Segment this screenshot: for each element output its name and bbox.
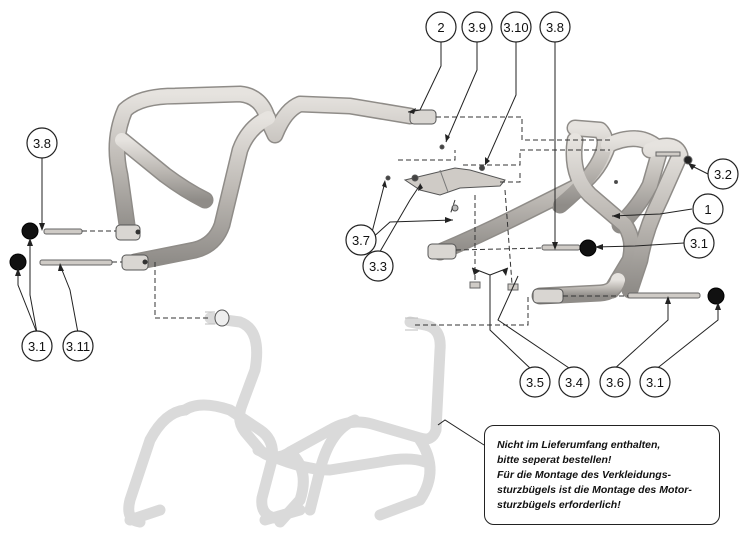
callout-3-1-right: 3.1 [690,236,708,251]
note-line: sturzbügels erforderlich! [497,499,621,511]
callout-3-1-bottom: 3.1 [646,375,664,390]
callout-3-6: 3.6 [606,375,624,390]
callout-2: 2 [437,20,444,35]
callout-3-2: 3.2 [714,167,732,182]
callout-3-8-top: 3.8 [546,20,564,35]
callout-3-11: 3.11 [66,339,90,354]
assembly-lines [82,116,628,326]
callout-3-7: 3.7 [352,233,370,248]
callout-labels: 2 3.9 3.10 3.8 3.8 3.2 1 3.1 3.7 3.3 3.1… [28,20,732,390]
ghost-engine-guard-edges [205,309,418,331]
callout-circles [21,11,739,398]
callout-3-3: 3.3 [369,259,387,274]
callout-3-8-left: 3.8 [33,136,51,151]
leader-arrowheads [15,108,721,310]
note-line: sturzbügels ist die Montage des Motor- [497,484,692,496]
callout-3-9: 3.9 [468,20,486,35]
callout-3-10: 3.10 [503,20,528,35]
callout-3-4: 3.4 [565,375,583,390]
note-line: Nicht im Lieferumfang enthalten, [497,439,661,451]
not-included-note: Nicht im Lieferumfang enthalten, bitte s… [484,425,720,525]
callout-1: 1 [704,202,711,217]
note-line: bitte seperat bestellen! [497,454,612,466]
ghost-engine-guard [123,312,446,528]
callout-3-5: 3.5 [526,375,544,390]
callout-3-1-left: 3.1 [28,339,46,354]
note-line: Für die Montage des Verkleidungs- [497,469,672,481]
fairing-crash-bar [108,85,689,305]
